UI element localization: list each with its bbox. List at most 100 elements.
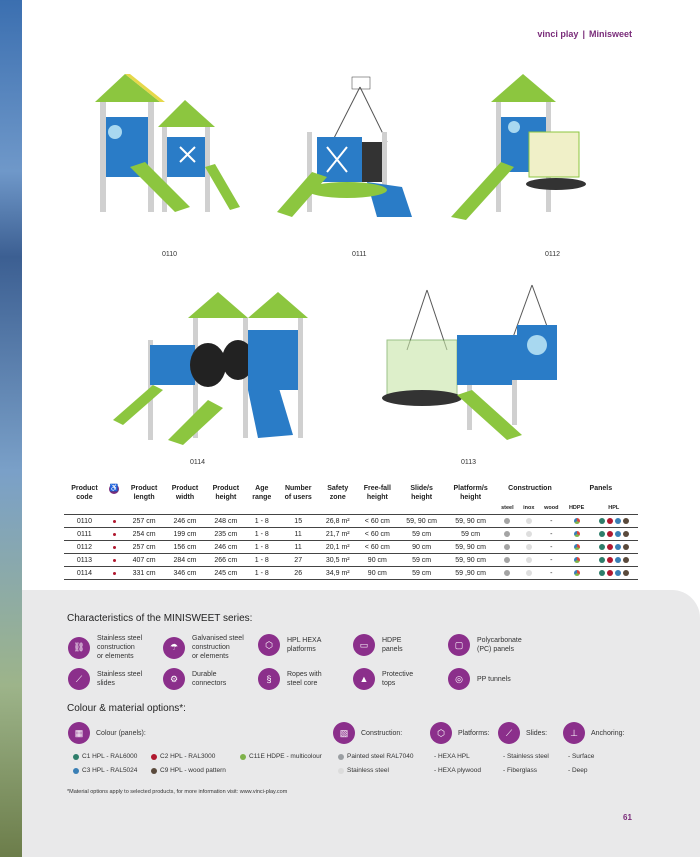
hpl-dot [614,569,621,576]
product-code-label: 0110 [162,251,178,258]
cell-hpl [589,527,638,541]
cell-platform: 59, 90 cm [444,553,497,567]
cell-steel-dot [504,530,511,537]
swatch [151,767,157,774]
cell-age: 1 - 8 [246,553,278,567]
colour-palette-icon: ▦ [68,722,90,744]
hpl-dot [606,517,613,524]
cell-code: 0114 [64,566,105,580]
cell-age: 1 - 8 [246,540,278,554]
cell-length: 331 cm [123,566,165,580]
cell-slide: 59 cm [398,553,445,567]
cell-hpl [589,566,638,580]
cell-steel-dot [504,543,511,550]
cell-steel [496,540,519,554]
cell-width: 346 cm [164,566,206,580]
slide-option: - Fiberglass [503,767,537,774]
swatch [240,753,246,760]
cell-platform: 59 cm [444,527,497,541]
slide-icon: ⟋ [68,668,90,690]
options-title: Colour & material options*: [67,703,186,714]
cell-hpl [589,553,638,567]
cell-slide: 59 cm [398,527,445,541]
connector-icon: ⚙ [163,668,185,690]
col-construction: Construction [508,485,552,492]
accessible-dot [112,545,116,549]
hdpe-dot [573,556,580,563]
cell-steel [496,527,519,541]
cell-code: 0111 [64,527,105,541]
tunnel-icon: ◎ [448,668,470,690]
sub-steel: steel [496,503,519,515]
product-code-label: 0114 [190,459,206,466]
colour-label: Colour (panels): [96,730,146,737]
sub-wood: wood [539,503,564,515]
characteristics-panel [22,590,700,857]
cell-zone: 34,9 m² [319,566,357,580]
product-illustration-0114 [108,290,313,445]
cell-steel [496,566,519,580]
col-accessible: ♿ [105,483,124,503]
cell-width: 284 cm [164,553,206,567]
hpl-dot [598,556,605,563]
construction-option: Stainless steel [338,767,389,774]
cell-inox [518,527,540,541]
cell-steel-dot [504,569,511,576]
cell-wood: - [539,540,564,554]
rope-icon: § [258,668,280,690]
cell-wood: - [539,566,564,580]
colour-option: C1 HPL - RAL6000 [73,753,137,760]
cell-inox-dot [525,530,532,537]
cell-steel [496,514,519,528]
hpl-dot [598,569,605,576]
cell-length: 407 cm [123,553,165,567]
construction-option: Painted steel RAL7040 [338,753,414,760]
cell-users: 26 [277,566,320,580]
anchoring-option: - Deep [568,767,588,774]
cell-hdpe [563,540,590,554]
product-illustration-0113 [372,280,572,445]
header-separator: | [582,29,585,39]
cell-users: 11 [277,540,320,554]
wheelchair-icon: ♿ [109,484,120,494]
hpl-dot [614,543,621,550]
cell-height: 248 cm [205,514,247,528]
cell-hpl [589,540,638,554]
platform-option: - HEXA plywood [434,767,481,774]
construction-icon: ▧ [333,722,355,744]
cell-wood: - [539,514,564,528]
cell-length: 257 cm [123,540,165,554]
cell-height: 235 cm [205,527,247,541]
cell-steel [496,553,519,567]
hpl-dot [614,517,621,524]
cell-height: 246 cm [205,540,247,554]
cell-zone: 20,1 m² [319,540,357,554]
cell-width: 199 cm [164,527,206,541]
page-number: 61 [623,813,632,822]
hpl-dot [614,530,621,537]
cell-hdpe [563,553,590,567]
cell-fall: < 60 cm [356,514,399,528]
characteristics-title: Characteristics of the MINISWEET series: [67,613,253,624]
cell-slide: 59 cm [398,566,445,580]
slide-option: - Stainless steel [503,753,549,760]
stainless-steel-icon: ⛓ [68,636,90,659]
hpl-dot [614,556,621,563]
cell-fall: 90 cm [356,566,399,580]
cell-age: 1 - 8 [246,514,278,528]
cell-slide: 59, 90 cm [398,514,445,528]
cell-accessible [104,514,124,528]
cell-hdpe [563,514,590,528]
